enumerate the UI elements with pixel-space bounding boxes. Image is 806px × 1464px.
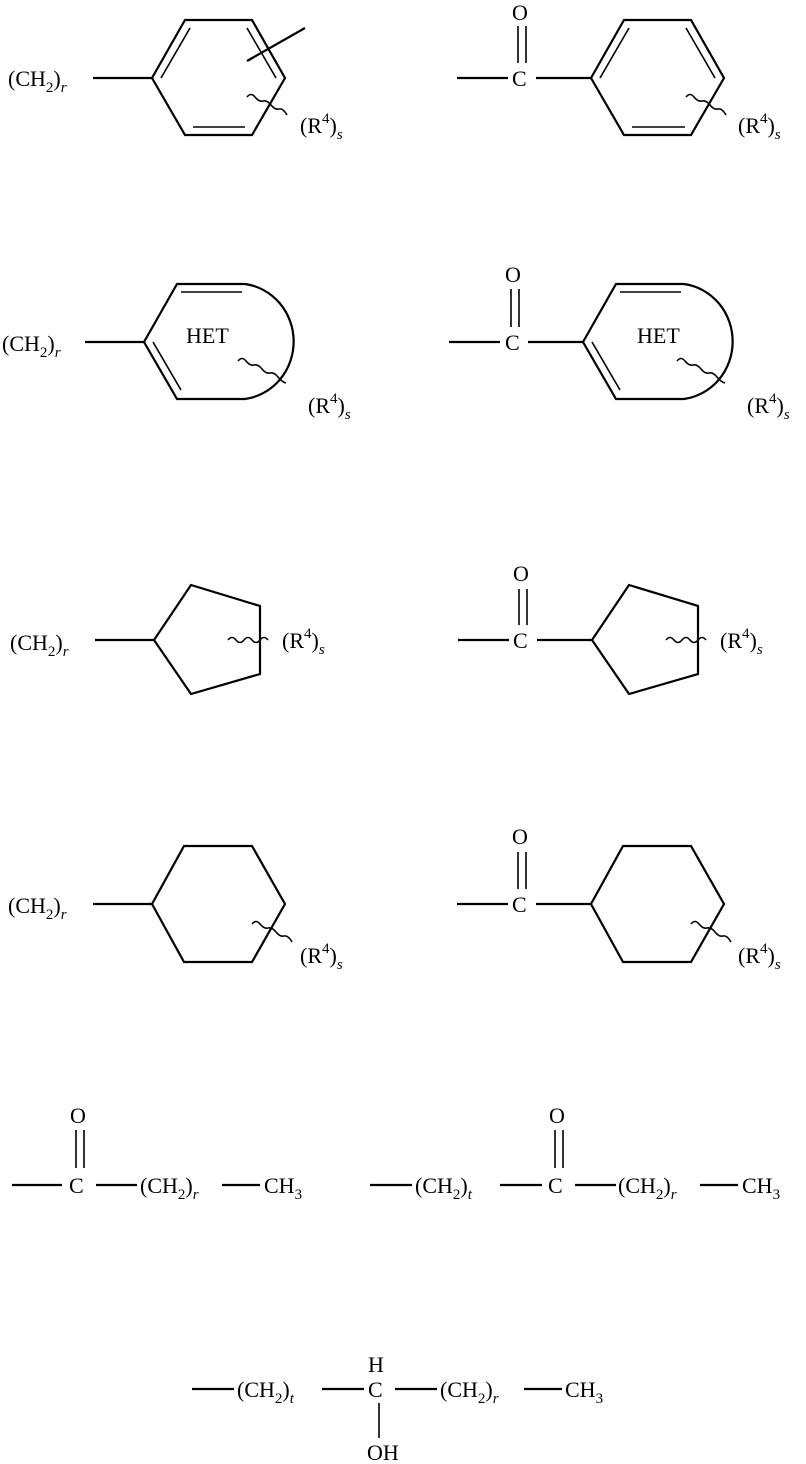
structure-cyclohexyl-carbonyl: O C (R4)s (457, 824, 781, 973)
r4-label: (R4)s (738, 111, 781, 143)
carbon-label: C (548, 1173, 563, 1198)
carbon-label: C (368, 1377, 383, 1402)
oxygen-label: O (70, 1103, 86, 1128)
r4-label: (R4)s (300, 111, 343, 143)
het-label: HET (186, 323, 229, 348)
structure-cyclohexyl-chain: (CH2)r (R4)s (8, 844, 343, 973)
structure-hydroxy-chain: (CH2)t H C OH (CH2)r CH3 (192, 1352, 603, 1464)
hydroxyl-label: OH (367, 1440, 399, 1464)
het-label: HET (637, 323, 680, 348)
r4-label: (R4)s (747, 391, 790, 423)
structure-cyclopentyl-chain: (CH2)r (R4)s (10, 583, 325, 696)
r4-label: (R4)s (300, 941, 343, 973)
structure-acyl-chain: O C (CH2)r CH3 (12, 1103, 302, 1203)
carbon-label: C (69, 1173, 84, 1198)
r4-label: (R4)s (282, 626, 325, 658)
ch2-t-label: (CH2)t (415, 1173, 473, 1203)
carbon-label: C (512, 66, 527, 91)
structure-keto-chain: (CH2)t O C (CH2)r CH3 (370, 1103, 780, 1203)
r4-label: (R4)s (308, 391, 351, 423)
hydrogen-label: H (368, 1352, 384, 1377)
ch3-label: CH3 (742, 1173, 780, 1203)
ch2-label: (CH2)r (8, 893, 67, 923)
carbon-label: C (513, 628, 528, 653)
oxygen-label: O (512, 0, 528, 25)
r4-label: (R4)s (738, 941, 781, 973)
structure-benzyl-chain: (CH2)r (R4)s (8, 18, 343, 143)
ch2-t-label: (CH2)t (237, 1377, 295, 1407)
structure-het-carbonyl: O C HET (R4)s (449, 262, 790, 423)
carbon-label: C (505, 330, 520, 355)
structure-cyclopentyl-carbonyl: O C (R4)s (458, 561, 763, 696)
ch2-label: (CH2)r (140, 1173, 199, 1203)
ch3-label: CH3 (565, 1377, 603, 1407)
structure-benzoyl: O C (R4)s (457, 0, 781, 143)
carbon-label: C (512, 892, 527, 917)
ch2-label: (CH2)r (8, 66, 67, 96)
structure-het-chain: (CH2)r HET (R4)s (2, 282, 351, 423)
ch2-label: (CH2)r (2, 331, 61, 361)
ch2-r-label: (CH2)r (440, 1377, 499, 1407)
oxygen-label: O (549, 1103, 565, 1128)
oxygen-label: O (512, 824, 528, 849)
ch3-label: CH3 (264, 1173, 302, 1203)
oxygen-label: O (513, 561, 529, 586)
ch2-r-label: (CH2)r (618, 1173, 677, 1203)
oxygen-label: O (505, 262, 521, 287)
ch2-label: (CH2)r (10, 630, 69, 660)
r4-label: (R4)s (720, 626, 763, 658)
